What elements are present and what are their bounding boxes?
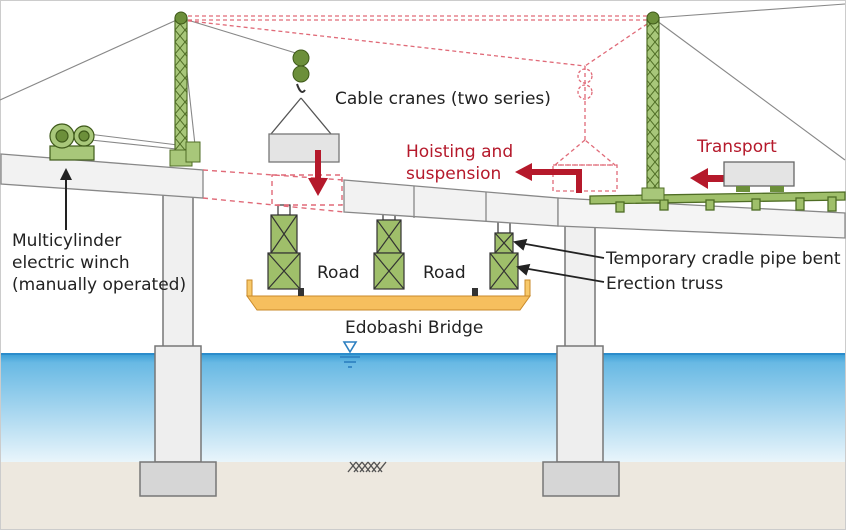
dashed-hook-block — [577, 68, 593, 100]
left-crane-tower — [169, 11, 201, 167]
edobashi-bridge — [246, 279, 531, 311]
hoisting-label-line2: suspension — [406, 164, 501, 184]
winch-pointer-arrow — [60, 168, 72, 230]
cable-cranes-label: Cable cranes (two series) — [335, 89, 551, 109]
erection-truss-right — [489, 220, 519, 290]
erection-truss-middle — [373, 209, 405, 290]
winch-label-line3: (manually operated) — [12, 275, 186, 295]
red-arrow-left-icon — [515, 163, 582, 193]
road-left-label: Road — [317, 263, 360, 283]
riverbed-hatch-icon — [347, 461, 387, 473]
river-water — [1, 354, 845, 462]
winch-label-line1: Multicylinder — [12, 231, 121, 251]
electric-winch — [49, 123, 95, 161]
pipe-bent-label: Temporary cradle pipe bent — [605, 249, 841, 269]
left-pier — [139, 191, 217, 497]
hoisting-label-line1: Hoisting and — [406, 142, 513, 162]
crane-cables — [0, 3, 846, 161]
red-arrow-down-icon — [308, 150, 328, 196]
crane-rigging-dashed — [180, 15, 654, 192]
right-pier — [542, 221, 620, 497]
right-crane-tower — [641, 11, 665, 201]
water-level-triangle-icon — [340, 341, 360, 368]
erection-truss-label: Erection truss — [606, 274, 723, 294]
bridge-name-label: Edobashi Bridge — [345, 318, 483, 338]
transport-label: Transport — [696, 137, 777, 157]
winch-label-line2: electric winch — [12, 253, 130, 273]
transport-trailer — [723, 161, 795, 192]
label-pointers — [513, 238, 605, 283]
crane-hook-block — [268, 49, 340, 163]
erection-truss-left — [267, 204, 301, 290]
road-right-label: Road — [423, 263, 466, 283]
riverbed-ground — [1, 462, 845, 529]
